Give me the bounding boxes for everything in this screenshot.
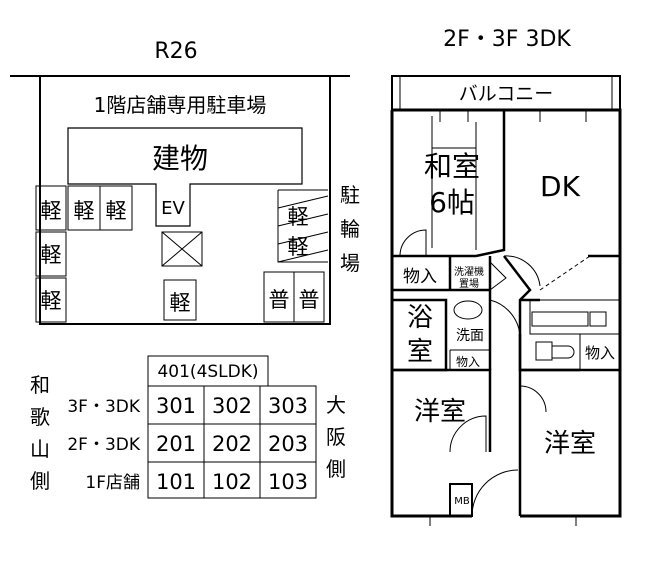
unit-number: 303 [268, 394, 308, 418]
standard-stall-label: 普 [269, 288, 290, 312]
east-side-label: 阪 [326, 425, 346, 449]
tatami-label: 6帖 [429, 186, 475, 219]
toilet [535, 341, 575, 361]
building-label: 建物 [152, 142, 208, 175]
bath-label: 浴 [407, 303, 433, 333]
unit-number: 202 [212, 432, 252, 456]
east-side-label: 側 [326, 457, 346, 481]
light-stall-label: 軽 [288, 205, 309, 229]
storage-walls [392, 256, 492, 370]
bath-label: 室 [407, 337, 433, 367]
door-swing [399, 229, 427, 257]
unit-number: 103 [268, 470, 308, 494]
storage-label: 物入 [403, 267, 437, 287]
dk-dashed-line [539, 255, 591, 291]
west-side-label: 山 [30, 437, 50, 461]
standard-stall-label: 普 [299, 288, 320, 312]
balcony-label: バルコニー [459, 83, 554, 105]
plan-title: 2F・3F 3DK [443, 27, 571, 52]
west-side-label: 側 [30, 469, 50, 493]
west-side-label: 歌 [30, 405, 50, 429]
unit-number: 301 [156, 394, 196, 418]
western-room-label: 洋室 [414, 397, 466, 427]
washitsu-label: 和室 [424, 150, 480, 183]
row-label: 2F・3DK [67, 435, 141, 455]
laundry-door [489, 261, 507, 291]
light-stall-label: 軽 [106, 199, 127, 223]
building-outline [67, 127, 303, 227]
bicycle-parking [277, 189, 329, 263]
laundry-label: 洗濯機 [454, 265, 484, 278]
bicycle-label: 駐 [340, 183, 360, 207]
light-stall-label: 軽 [41, 289, 62, 313]
mb-label: MB [454, 496, 470, 507]
unit-number: 102 [212, 470, 252, 494]
door-swing [519, 385, 547, 413]
kitchen-counter [529, 299, 621, 335]
east-side-label: 大 [326, 393, 346, 417]
unit-number: 101 [156, 470, 196, 494]
western-room-walls [392, 368, 620, 516]
door-swing [449, 415, 487, 453]
door-swing [503, 255, 541, 287]
toilet-storage-label: 物入 [585, 344, 615, 362]
washitsu-walls [392, 110, 506, 258]
washroom-label: 洗面 [456, 328, 484, 344]
row-label: 1F店舗 [85, 473, 140, 493]
standard-parking-stalls [263, 271, 325, 323]
penthouse-label: 401(4SLDK) [157, 362, 258, 382]
small-storage-label: 物入 [456, 355, 480, 369]
site-boundary [39, 76, 331, 325]
route-label: R26 [154, 39, 197, 64]
unit-number: 201 [156, 432, 196, 456]
door-swing [489, 299, 521, 341]
unit-table [147, 355, 317, 499]
toilet-walls [518, 334, 580, 372]
tatami-lines [431, 116, 477, 250]
light-stall-label: 軽 [41, 243, 62, 267]
light-stall-label: 軽 [41, 199, 62, 223]
light-stall-label: 軽 [74, 199, 95, 223]
light-stall-label: 軽 [288, 235, 309, 259]
entrance-door [471, 469, 519, 517]
parking-label: 1階店舗専用駐車場 [94, 93, 267, 117]
light-stall-label: 軽 [170, 291, 191, 315]
unit-number: 203 [268, 432, 308, 456]
dk-label: DK [540, 170, 581, 203]
western-room-label: 洋室 [544, 429, 596, 459]
laundry-label: 置場 [459, 277, 479, 290]
unit-number: 302 [212, 394, 252, 418]
crossed-box [161, 231, 203, 267]
light-parking-stalls [35, 185, 197, 323]
west-side-label: 和 [30, 373, 50, 397]
row-label: 3F・3DK [67, 397, 141, 417]
ev-label: EV [161, 198, 185, 219]
bicycle-label: 場 [340, 251, 360, 275]
sink [453, 300, 483, 320]
bicycle-label: 輪 [340, 217, 360, 241]
